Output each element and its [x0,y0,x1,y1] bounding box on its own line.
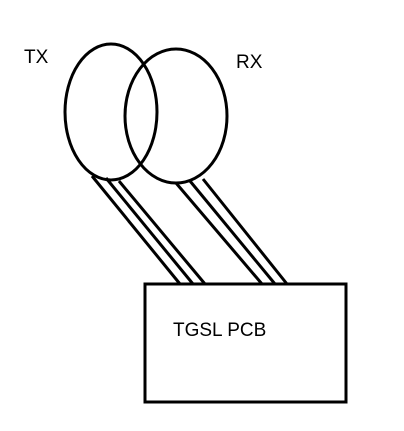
rx-label: RX [236,52,263,73]
pcb-box [143,282,348,404]
rx-coil [123,47,229,185]
tx-lead-wires [90,175,207,285]
rx-wire-2 [188,180,277,285]
rx-lead-wires [174,178,289,285]
tx-label: TX [24,47,49,68]
rx-wire-3 [201,178,289,285]
tx-wire-3 [117,180,207,285]
tx-wire-1 [90,175,182,285]
tx-coil [63,42,159,182]
pcb-label: TGSL PCB [173,320,266,341]
rx-wire-1 [174,182,264,285]
tx-wire-2 [104,177,195,285]
